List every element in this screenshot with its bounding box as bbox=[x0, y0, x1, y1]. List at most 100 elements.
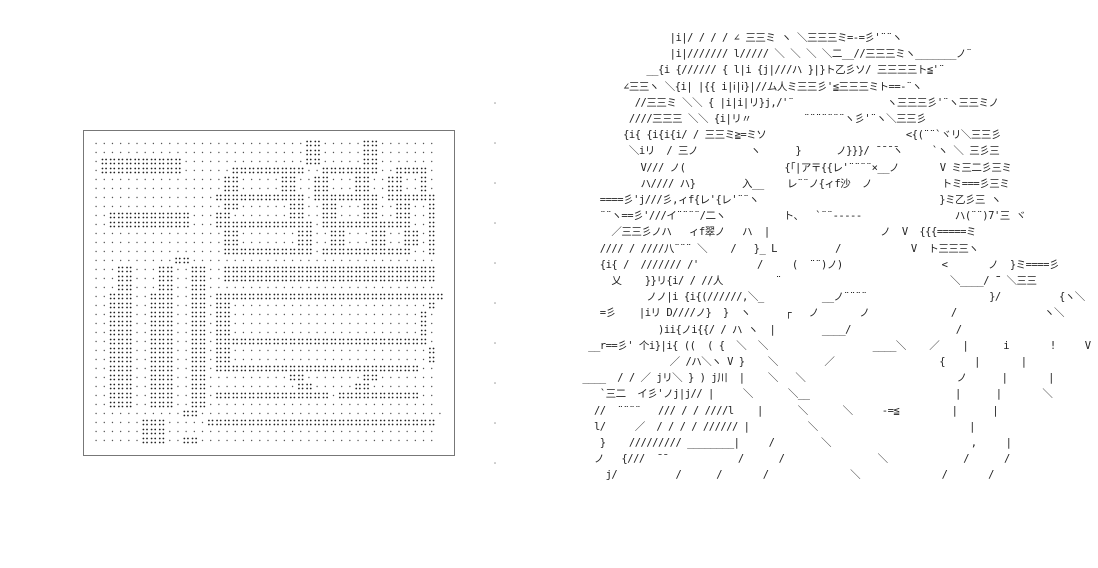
matrix-dot-sparse bbox=[103, 322, 105, 325]
matrix-dot-dense bbox=[293, 194, 296, 197]
matrix-dot-dense bbox=[358, 297, 361, 300]
matrix-dot-dense bbox=[216, 333, 218, 336]
matrix-dot-dense bbox=[236, 266, 238, 269]
matrix-dot-sparse bbox=[152, 151, 155, 154]
matrix-dot-dense bbox=[437, 297, 440, 300]
matrix-dot-sparse bbox=[414, 223, 417, 226]
matrix-dot-dense bbox=[142, 441, 145, 444]
matrix-dot-sparse bbox=[316, 403, 318, 406]
matrix-dot-dense bbox=[396, 293, 399, 296]
matrix-dot-sparse bbox=[218, 259, 220, 262]
matrix-dot-dense bbox=[289, 252, 292, 255]
matrix-dot-dense bbox=[293, 252, 296, 255]
matrix-dot-dense bbox=[330, 252, 333, 255]
matrix-dot-dense bbox=[404, 234, 407, 237]
matrix-dot-sparse bbox=[422, 376, 425, 379]
matrix-dot-dense bbox=[277, 225, 279, 228]
matrix-dot-sparse bbox=[95, 304, 97, 307]
matrix-dot-dense bbox=[432, 360, 435, 363]
matrix-dot-dense bbox=[219, 369, 222, 372]
matrix-dot-dense bbox=[416, 234, 419, 237]
matrix-dot-sparse bbox=[201, 412, 204, 415]
matrix-dot-dense bbox=[309, 423, 312, 426]
matrix-dot-sparse bbox=[185, 385, 187, 388]
matrix-dot-dense bbox=[334, 248, 337, 251]
matrix-dot-sparse bbox=[308, 178, 310, 181]
matrix-dot-dense bbox=[420, 167, 423, 170]
matrix-dot-sparse bbox=[390, 376, 392, 379]
matrix-dot-dense bbox=[216, 212, 218, 215]
matrix-dot-dense bbox=[227, 360, 230, 363]
matrix-dot-dense bbox=[424, 189, 427, 192]
matrix-dot-sparse bbox=[185, 142, 187, 145]
matrix-dot-dense bbox=[285, 392, 288, 395]
matrix-dot-dense bbox=[350, 198, 353, 201]
matrix-dot-sparse bbox=[136, 394, 138, 397]
matrix-dot-dense bbox=[170, 225, 173, 228]
matrix-dot-sparse bbox=[259, 187, 261, 190]
matrix-dot-dense bbox=[199, 333, 202, 336]
matrix-dot-dense bbox=[432, 279, 435, 282]
matrix-dot-dense bbox=[158, 392, 161, 395]
matrix-dot-sparse bbox=[291, 439, 294, 442]
matrix-dot-dense bbox=[298, 378, 300, 381]
matrix-dot-dense bbox=[293, 198, 296, 201]
matrix-dot-dense bbox=[355, 248, 358, 251]
matrix-dot-dense bbox=[162, 311, 165, 314]
matrix-dot-dense bbox=[358, 369, 361, 372]
matrix-dot-sparse bbox=[431, 313, 433, 316]
matrix-dot-dense bbox=[383, 239, 386, 242]
matrix-dot-dense bbox=[318, 423, 320, 426]
matrix-dot-dense bbox=[232, 419, 235, 422]
matrix-dot-sparse bbox=[381, 439, 384, 442]
matrix-dot-dense bbox=[391, 293, 394, 296]
matrix-dot-dense bbox=[388, 180, 390, 183]
matrix-dot-dense bbox=[126, 342, 128, 345]
matrix-dot-dense bbox=[170, 167, 173, 170]
matrix-dot-sparse bbox=[300, 259, 302, 262]
matrix-dot-dense bbox=[281, 189, 284, 192]
matrix-dot-dense bbox=[363, 369, 366, 372]
matrix-dot-sparse bbox=[398, 439, 400, 442]
matrix-dot-sparse bbox=[234, 403, 236, 406]
matrix-dot-sparse bbox=[234, 430, 236, 433]
matrix-dot-dense bbox=[314, 297, 317, 300]
matrix-dot-dense bbox=[416, 239, 419, 242]
matrix-dot-sparse bbox=[308, 313, 310, 316]
matrix-dot-dense bbox=[432, 297, 435, 300]
matrix-dot-dense bbox=[293, 216, 296, 219]
matrix-dot-dense bbox=[175, 221, 178, 224]
matrix-dot-dense bbox=[399, 198, 402, 201]
matrix-dot-dense bbox=[126, 212, 128, 215]
matrix-dot-dense bbox=[318, 293, 320, 296]
matrix-dot-sparse bbox=[357, 259, 359, 262]
matrix-dot-sparse bbox=[300, 286, 302, 289]
matrix-dot-dense bbox=[301, 230, 304, 233]
matrix-dot-dense bbox=[334, 266, 337, 269]
matrix-dot-sparse bbox=[283, 205, 286, 208]
matrix-dot-sparse bbox=[381, 313, 384, 316]
matrix-dot-dense bbox=[334, 230, 337, 233]
matrix-dot-dense bbox=[167, 324, 169, 327]
matrix-dot-dense bbox=[109, 302, 112, 305]
matrix-dot-dense bbox=[187, 216, 189, 219]
matrix-dot-dense bbox=[146, 437, 148, 440]
matrix-dot-sparse bbox=[390, 259, 392, 262]
matrix-dot-dense bbox=[371, 230, 374, 233]
matrix-dot-dense bbox=[248, 194, 251, 197]
matrix-dot-dense bbox=[158, 266, 161, 269]
matrix-dot-dense bbox=[195, 383, 198, 386]
matrix-dot-sparse bbox=[95, 142, 97, 145]
matrix-dot-sparse bbox=[136, 232, 138, 235]
matrix-dot-dense bbox=[379, 230, 382, 233]
matrix-dot-sparse bbox=[250, 385, 253, 388]
matrix-dot-dense bbox=[420, 180, 423, 183]
matrix-dot-sparse bbox=[226, 439, 228, 442]
matrix-dot-dense bbox=[203, 392, 206, 395]
matrix-dot-sparse bbox=[259, 178, 261, 181]
matrix-dot-sparse bbox=[349, 313, 351, 316]
matrix-dot-dense bbox=[306, 140, 309, 143]
matrix-dot-dense bbox=[404, 266, 407, 269]
matrix-dot-dense bbox=[109, 374, 112, 377]
matrix-dot-sparse bbox=[136, 412, 138, 415]
